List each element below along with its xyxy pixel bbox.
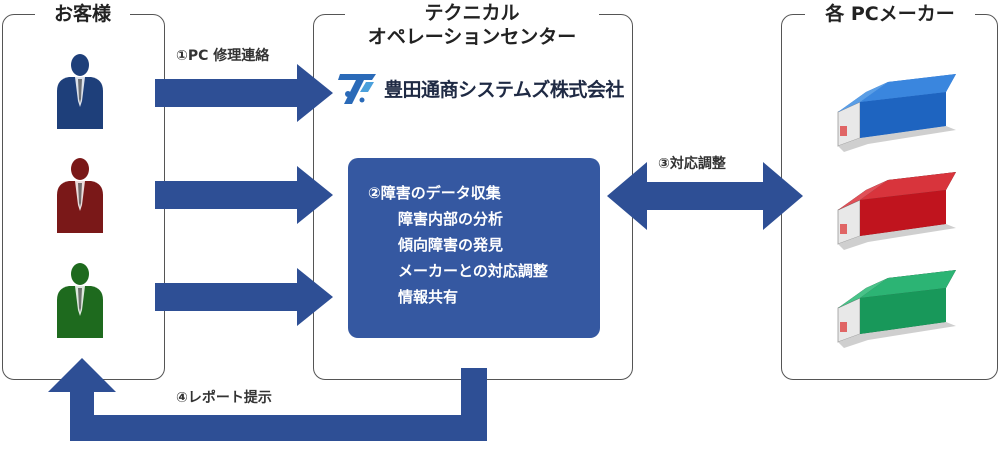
factory-icon [837, 269, 957, 349]
company-logo-icon [338, 74, 376, 104]
makers-title: 各 PCメーカー [805, 1, 975, 27]
company-logo: 豊田通商システムズ株式会社 [338, 70, 624, 106]
step4-label: ④レポート提示 [176, 390, 272, 406]
step1-label: ①PC 修理連絡 [176, 48, 270, 64]
factory-icon [837, 171, 957, 251]
arrow-request-1 [155, 64, 333, 122]
task-main: ②障害のデータ収集 [368, 184, 501, 202]
company-name: 豊田通商システムズ株式会社 [384, 78, 624, 101]
step3-label: ③対応調整 [658, 156, 726, 172]
task-sub-3: メーカーとの対応調整 [398, 262, 548, 280]
factory-icon [837, 73, 957, 153]
task-sub-1: 障害内部の分析 [398, 210, 504, 228]
task-box: ②障害のデータ収集 障害内部の分析 傾向障害の発見 メーカーとの対応調整 情報共… [348, 158, 600, 338]
center-title-line1: テクニカル [424, 2, 520, 24]
arrow-request-3 [155, 268, 333, 326]
arrow-coordination [607, 162, 803, 230]
task-sub-4: 情報共有 [398, 288, 459, 306]
arrow-report [48, 358, 487, 441]
center-title: テクニカル オペレーションセンター [345, 1, 599, 49]
arrow-request-2 [155, 166, 333, 224]
task-sub-2: 傾向障害の発見 [398, 236, 504, 254]
customer-title: お客様 [35, 1, 130, 27]
center-title-line2: オペレーションセンター [367, 26, 577, 48]
